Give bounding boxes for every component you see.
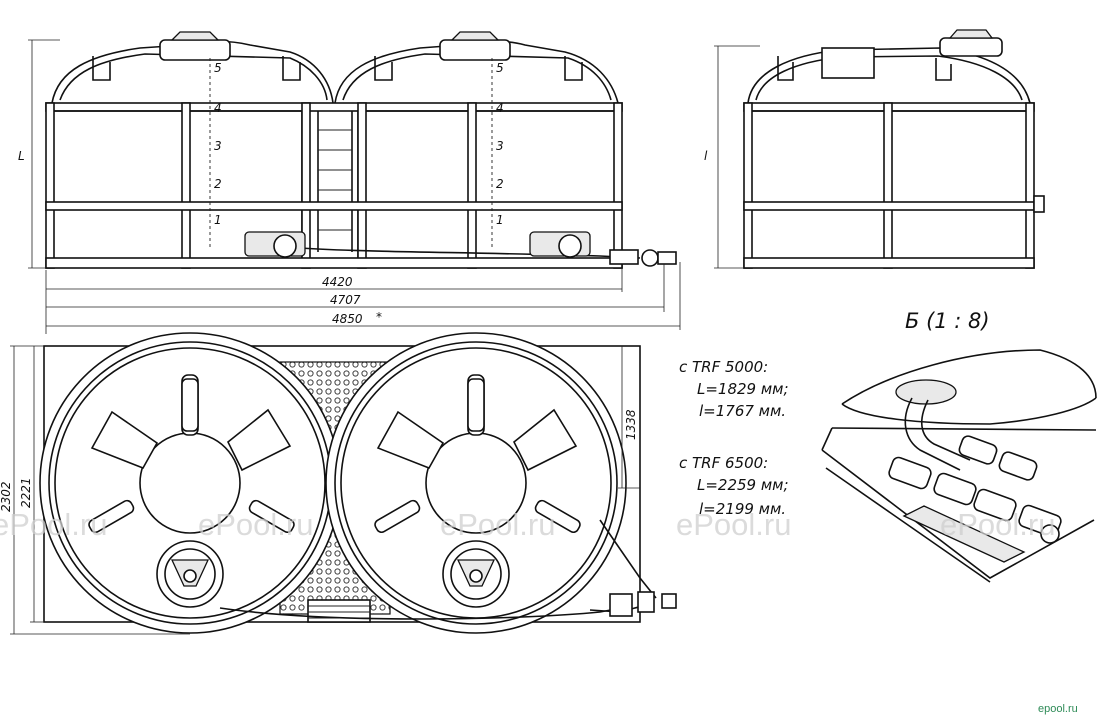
detail-b: Б (1 : 8) (821, 309, 1097, 583)
dim-plan-1338: 1338 (624, 409, 638, 440)
plan-view: 2302 2221 1338 (0, 332, 677, 635)
dim-plan-2302: 2302 (0, 481, 13, 512)
front-view: 5 4 3 2 1 5 4 3 2 1 L 4420 4707 4850 * (18, 31, 681, 334)
scale-tick-left: 4 (214, 101, 222, 115)
dim-height-l: l (704, 149, 708, 163)
dim-width-mark: * (376, 310, 382, 324)
watermarks: ePool.ru ePool.ru ePool.ru ePool.ru ePoo… (0, 507, 1055, 542)
scale-tick-left: 3 (214, 139, 222, 153)
notes: с TRF 5000: L=1829 мм; l=1767 мм. с TRF … (679, 358, 789, 518)
right-tank-plan (325, 332, 627, 634)
ladder (317, 111, 353, 252)
dim-plan-2221: 2221 (19, 477, 33, 508)
corner-watermark: epool.ru (1038, 703, 1078, 715)
watermark: ePool.ru (198, 507, 313, 542)
dim-height-L: L (18, 149, 25, 163)
scale-tick-left: 1 (214, 213, 222, 227)
scale-tick-right: 1 (496, 213, 504, 227)
scale-tick-right: 2 (496, 177, 504, 191)
watermark: ePool.ru (0, 507, 107, 542)
scale-tick-left: 2 (214, 177, 222, 191)
left-tank-hatch (159, 39, 231, 61)
note-trf6500-l: l=2199 мм. (699, 500, 786, 518)
dim-width-4420: 4420 (322, 275, 353, 289)
detail-title: Б (1 : 8) (905, 309, 990, 333)
left-tank-plan (39, 332, 341, 634)
scale-tick-right: 3 (496, 139, 504, 153)
note-trf5000-title: с TRF 5000: (679, 358, 768, 376)
scale-tick-right: 4 (496, 101, 504, 115)
scale-tick-right: 5 (496, 61, 504, 75)
scale-tick-left: 5 (214, 61, 222, 75)
watermark: ePool.ru (676, 507, 791, 542)
note-trf6500-title: с TRF 6500: (679, 454, 768, 472)
dim-width-4707: 4707 (330, 293, 361, 307)
right-tank-hatch (439, 39, 511, 61)
watermark: ePool.ru (940, 507, 1055, 542)
note-trf5000-L: L=1829 мм; (697, 380, 789, 398)
note-trf6500-L: L=2259 мм; (697, 476, 789, 494)
side-view: l (704, 29, 1045, 269)
note-trf5000-l: l=1767 мм. (699, 402, 786, 420)
dim-width-4850: 4850 (332, 312, 363, 326)
watermark: ePool.ru (440, 507, 555, 542)
